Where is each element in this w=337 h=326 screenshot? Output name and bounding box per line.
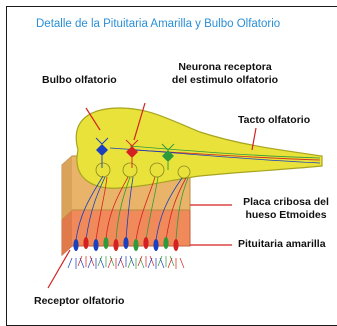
label-tacto-olfatorio: Tacto olfatorio — [238, 114, 310, 127]
label-receptor-olfatorio: Receptor olfatorio — [34, 295, 124, 308]
label-neurona-line1: Neurona receptora — [150, 61, 300, 74]
receptor-cilia — [68, 256, 184, 269]
label-neurona-line2: del estimulo olfatorio — [150, 74, 300, 87]
label-placa-line1: Placa cribosa del — [236, 196, 336, 209]
label-placa-line2: hueso Etmoides — [236, 209, 336, 222]
label-neurona-receptora: Neurona receptora del estimulo olfatorio — [150, 61, 300, 87]
label-bulbo-olfatorio: Bulbo olfatorio — [42, 74, 117, 87]
label-placa-cribosa: Placa cribosa del hueso Etmoides — [236, 196, 336, 222]
label-pituitaria-amarilla: Pituitaria amarilla — [238, 238, 326, 251]
